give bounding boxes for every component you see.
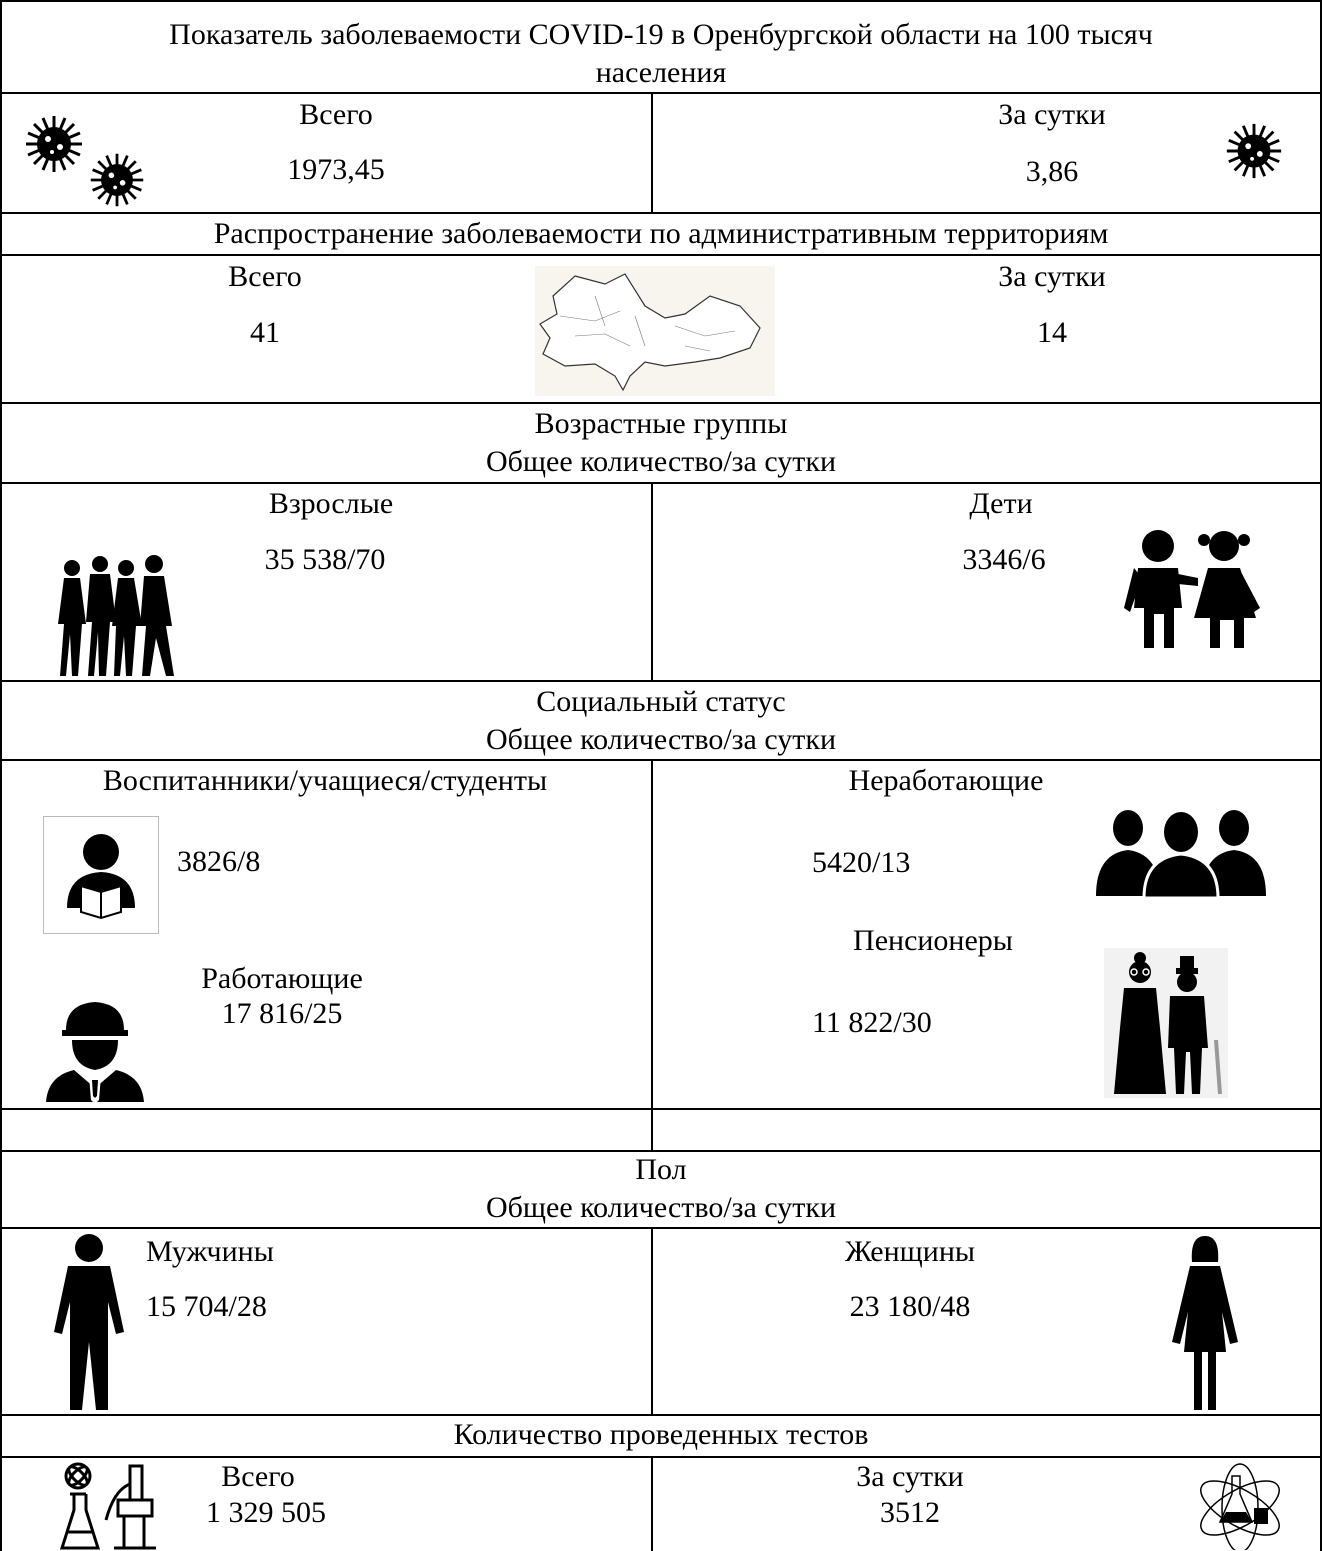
row-divider	[0, 1108, 1322, 1110]
student-icon	[43, 816, 159, 934]
age-subheading: Общее количество/за сутки	[485, 445, 837, 478]
row-divider	[0, 1150, 1322, 1152]
column-divider	[651, 482, 653, 680]
tests-daily-value: 3512	[880, 1496, 940, 1529]
lab-icon	[58, 1460, 158, 1550]
rate-total-label: Всего	[299, 98, 373, 131]
tests-total-label: Всего	[221, 1460, 295, 1493]
women-value: 23 180/48	[849, 1290, 971, 1323]
column-divider	[651, 759, 653, 1150]
children-label: Дети	[969, 487, 1033, 520]
students-value: 3826/8	[177, 845, 261, 878]
territories-total-label: Всего	[228, 260, 302, 293]
column-divider	[651, 1456, 653, 1551]
adults-label: Взрослые	[268, 487, 394, 520]
column-divider	[651, 92, 653, 212]
adults-icon	[52, 554, 178, 680]
unemployed-value: 5420/13	[812, 846, 911, 879]
tests-total-value: 1 329 505	[206, 1496, 326, 1529]
row-divider	[0, 254, 1322, 256]
row-divider	[0, 759, 1322, 761]
sex-heading: Пол	[635, 1153, 687, 1186]
territories-daily-label: За сутки	[998, 260, 1106, 293]
rate-daily-value: 3,86	[1025, 155, 1079, 188]
pensioners-value: 11 822/30	[812, 1006, 932, 1039]
age-heading: Возрастные группы	[534, 407, 788, 440]
tests-heading: Количество проведенных тестов	[453, 1418, 869, 1451]
social-subheading: Общее количество/за сутки	[485, 723, 837, 756]
virus-icon	[87, 150, 147, 210]
row-divider	[0, 482, 1322, 484]
row-divider	[0, 1227, 1322, 1229]
students-label: Воспитанники/учащиеся/студенты	[102, 764, 548, 797]
men-label: Мужчины	[146, 1235, 274, 1268]
unemployed-label: Неработающие	[848, 764, 1044, 797]
virus-icon	[22, 112, 86, 176]
sex-subheading: Общее количество/за сутки	[485, 1191, 837, 1224]
row-divider	[0, 1456, 1322, 1458]
working-value: 17 816/25	[221, 997, 343, 1030]
virus-icon	[1223, 120, 1285, 182]
territories-total-value: 41	[250, 316, 280, 349]
rate-total-value: 1973,45	[287, 153, 385, 186]
table-border-right	[1320, 0, 1322, 1551]
pensioners-label: Пенсионеры	[853, 924, 1013, 957]
row-divider	[0, 1414, 1322, 1416]
pensioners-icon	[1104, 948, 1228, 1098]
working-label: Работающие	[201, 962, 363, 995]
adults-value: 35 538/70	[264, 543, 386, 576]
social-heading: Социальный статус	[536, 685, 786, 718]
rate-daily-label: За сутки	[998, 98, 1106, 131]
man-icon	[52, 1232, 126, 1412]
map-icon	[535, 266, 775, 396]
children-value: 3346/6	[962, 543, 1046, 576]
page-title-line-2: населения	[595, 56, 727, 89]
column-divider	[651, 1227, 653, 1414]
women-label: Женщины	[844, 1235, 976, 1268]
atom-flask-icon	[1190, 1460, 1290, 1550]
tests-daily-label: За сутки	[856, 1460, 964, 1493]
unemployed-icon	[1092, 806, 1270, 898]
row-divider	[0, 680, 1322, 682]
row-divider	[0, 402, 1322, 404]
territories-daily-value: 14	[1037, 316, 1067, 349]
men-value: 15 704/28	[146, 1290, 267, 1323]
page-title-line-1: Показатель заболеваемости COVID-19 в Оре…	[169, 18, 1153, 51]
territories-heading: Распространение заболеваемости по админи…	[213, 217, 1109, 250]
row-divider	[0, 92, 1322, 94]
row-divider	[0, 212, 1322, 214]
worker-icon	[44, 996, 146, 1104]
table-border-top	[0, 0, 1322, 2]
woman-icon	[1170, 1232, 1240, 1412]
table-border-left	[0, 0, 2, 1551]
children-icon	[1120, 528, 1262, 652]
